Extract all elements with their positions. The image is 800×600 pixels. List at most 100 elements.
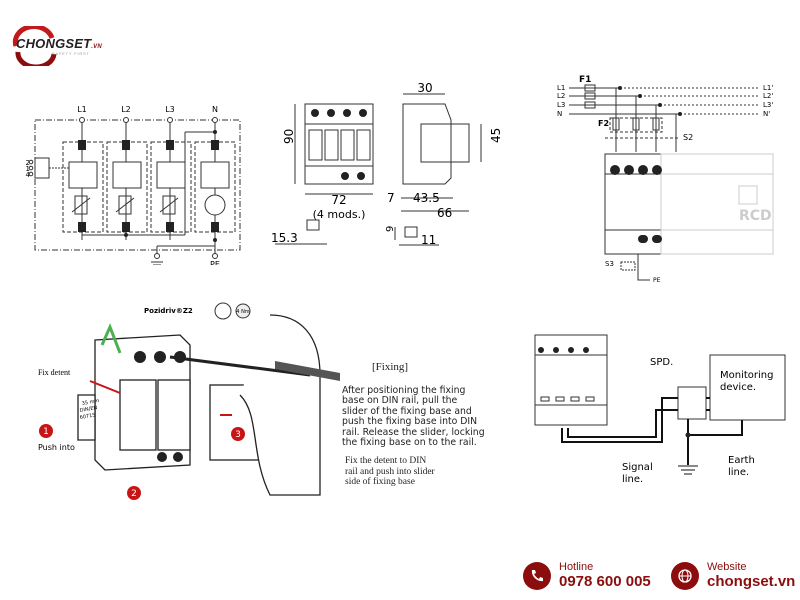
module-n xyxy=(194,121,236,255)
side-view xyxy=(402,103,452,185)
checkmark-icon xyxy=(100,323,122,354)
device-label: Monitoring xyxy=(720,370,773,381)
signal-label: line. xyxy=(622,474,643,485)
rcd-device xyxy=(660,153,774,255)
signal-label: Signal xyxy=(622,462,653,473)
fuse-f1-label: F1 xyxy=(579,75,591,85)
mounting-illustration: 1 2 3 Pozidriv®Z2 4 Nm Fix detent Push i… xyxy=(38,302,340,500)
hand-illustration xyxy=(239,314,321,496)
pozidriv-icon xyxy=(214,302,232,320)
globe-icon xyxy=(671,561,699,590)
front-view xyxy=(304,103,374,185)
fixing-body-line: After positioning the fixing xyxy=(342,385,466,396)
logo-swoosh-icon xyxy=(12,26,57,66)
fix-detent-label: Fix detent xyxy=(38,368,71,377)
fuse-f1-icon xyxy=(584,84,596,92)
output-label: N' xyxy=(763,110,770,118)
spd-box xyxy=(677,386,707,420)
terminal-label: L2 xyxy=(121,105,131,114)
aux-contact-label: 14 xyxy=(25,171,30,179)
terminal-label: N xyxy=(212,105,218,114)
dim-connector-depth: 11 xyxy=(421,233,436,247)
output-label: L1' xyxy=(763,84,773,92)
hotline-number[interactable]: 0978 600 005 xyxy=(559,573,651,590)
monitoring-device-box xyxy=(709,354,786,421)
input-label: L3 xyxy=(557,101,565,109)
aux-contact-label: 11 xyxy=(25,165,30,173)
website-contact[interactable]: Website chongset.vn xyxy=(671,561,795,590)
dimension-drawing: 90 72 (4 mods.) 30 45 7 43.5 66 15.3 9 1… xyxy=(271,81,503,247)
dim-height: 90 xyxy=(282,129,296,144)
dim-rail-offset: 7 xyxy=(387,191,395,205)
fixing-body-line: the fixing base on to the rail. xyxy=(342,437,477,449)
website-link[interactable]: chongset.vn xyxy=(707,573,796,590)
spd-label: SPD. xyxy=(650,357,673,368)
tool-label: Pozidriv®Z2 xyxy=(144,307,193,315)
dim-connector-height: 9 xyxy=(385,226,396,232)
earth-ground-icon xyxy=(678,465,698,475)
rail-label: 60715 xyxy=(79,412,96,421)
fixing-note-line: rail and push into slider xyxy=(345,466,435,477)
earth-label: line. xyxy=(728,467,749,478)
fixing-body: After positioning the fixing base on DIN… xyxy=(342,385,502,449)
rail-label: DIN/EN xyxy=(79,405,98,414)
input-label: L1 xyxy=(557,84,565,92)
rail-label: 35 mm xyxy=(81,398,100,407)
dim-front-depth: 43.5 xyxy=(413,191,440,205)
output-label: L2' xyxy=(763,92,773,100)
input-label: L2 xyxy=(557,92,565,100)
fuse-f2-label: F2 xyxy=(598,119,609,128)
arrow-icon xyxy=(89,380,121,394)
outer-enclosure xyxy=(34,119,241,251)
fixing-title: [Fixing] xyxy=(372,361,409,373)
device-label: device. xyxy=(720,382,756,393)
fixing-note-line: side of fixing base xyxy=(345,477,415,487)
output-label: L3' xyxy=(763,101,773,109)
step-2-badge xyxy=(127,486,141,500)
switch-s3-label: S3 xyxy=(605,260,614,268)
dim-width: 72 xyxy=(331,193,346,207)
input-label: N xyxy=(557,110,562,118)
step-3-badge xyxy=(231,427,245,441)
screwdriver-handle-icon xyxy=(275,361,340,381)
terminal-label: L3 xyxy=(165,105,175,114)
hotline-contact[interactable]: Hotline 0978 600 005 xyxy=(523,561,651,590)
push-into-label: Push into xyxy=(38,443,75,452)
fixing-body-line: rail. Release the slider, locking xyxy=(342,426,485,438)
website-label: Website xyxy=(707,561,747,573)
hotline-label: Hotline xyxy=(559,561,594,573)
earth-label: Earth xyxy=(728,455,755,466)
fixing-body-line: slider of the fixing base and xyxy=(342,405,472,417)
logo-wordmark: CHONGSET.VN xyxy=(16,36,102,51)
logo-tagline: SAFETY FIRST xyxy=(52,51,90,56)
logo-suffix: .VN xyxy=(91,44,102,50)
aux-contact-label: 12 xyxy=(25,159,30,167)
dim-depth-top: 30 xyxy=(417,81,432,95)
terminal-label-pe: PE xyxy=(210,260,220,265)
rcd-label: RCD xyxy=(739,208,772,224)
fixing-body-line: base on DIN rail, pull the xyxy=(342,395,458,407)
step-1-badge xyxy=(39,424,53,438)
pe-label: PE xyxy=(653,277,661,284)
dim-front-height: 45 xyxy=(489,128,503,143)
fixing-note: Fix the detent to DIN rail and push into… xyxy=(345,456,435,488)
logo-name: CHONGSET xyxy=(16,36,92,51)
screwdriver-shaft xyxy=(169,355,311,377)
brand-logo[interactable]: CHONGSET.VN SAFETY FIRST xyxy=(8,26,128,66)
torque-badge xyxy=(235,303,251,319)
step-3-label: 3 xyxy=(235,430,241,440)
dim-modules: (4 mods.) xyxy=(313,208,366,221)
installation-schematic: F1 F2 L1 L2 L3 N L1' L2' L3' N' S2 S3 RC… xyxy=(557,75,774,284)
ground-icon xyxy=(151,261,163,265)
dim-connector-width: 15.3 xyxy=(271,231,298,245)
phone-icon xyxy=(523,561,551,590)
monitoring-diagram: SPD. Monitoring device. Signal line. Ear… xyxy=(534,334,786,485)
switch-s2-label: S2 xyxy=(683,133,693,142)
terminal-label: L1 xyxy=(77,105,87,114)
step-1-label: 1 xyxy=(43,427,49,437)
dim-total-depth: 66 xyxy=(437,206,452,220)
fixing-note-line: Fix the detent to DIN xyxy=(345,456,427,466)
step-2-label: 2 xyxy=(131,489,137,499)
wiring-diagram: L1 L2 L3 N PE 12 11 14 xyxy=(25,105,241,265)
fixing-body-line: push the fixing base into DIN xyxy=(342,416,478,428)
